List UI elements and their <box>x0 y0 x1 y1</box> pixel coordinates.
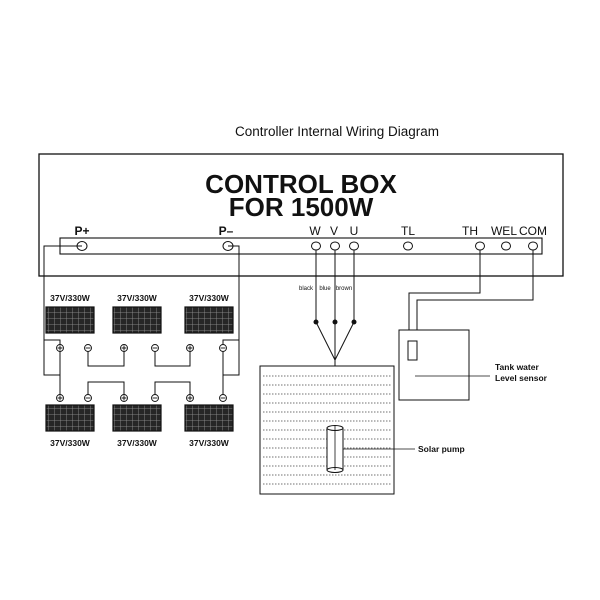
solar-panel-top-2 <box>112 306 162 334</box>
polarity-markers <box>56 344 227 402</box>
panel-label-top-1: 37V/330W <box>50 293 91 303</box>
sensor-label-line2: Level sensor <box>495 373 548 383</box>
terminal-strip <box>59 237 543 255</box>
panel-label-bottom-3: 37V/330W <box>189 438 230 448</box>
level-sensor-probe-icon <box>407 340 418 361</box>
polarity-minus-1 <box>84 344 92 352</box>
junction-w <box>313 319 319 325</box>
wire-p-minus <box>223 245 240 376</box>
terminal-label-u: U <box>350 224 359 238</box>
wire-color-label-u: brown <box>336 286 352 292</box>
wire-color-label-v: blue <box>319 286 331 292</box>
polarity-plus-2 <box>120 344 128 352</box>
panel-label-top-2: 37V/330W <box>117 293 158 303</box>
terminal-label-p-minus: P– <box>219 224 234 238</box>
pump-label: Solar pump <box>418 444 465 454</box>
solar-panel-bottom-1 <box>45 404 95 432</box>
wire-com <box>416 250 534 341</box>
polarity-minus-3 <box>219 344 227 352</box>
terminal-label-v: V <box>330 224 338 238</box>
wire-series-5 <box>87 381 125 398</box>
solar-panel-top-3 <box>184 306 234 334</box>
terminal-u <box>349 241 359 251</box>
terminal-w <box>311 241 321 251</box>
panel-row-top: 37V/330W 37V/330W 37V/330W <box>45 293 234 334</box>
polarity-plus-3 <box>186 344 194 352</box>
solar-panel-bottom-3 <box>184 404 234 432</box>
solar-panel-bottom-2 <box>112 404 162 432</box>
polarity-plus-5 <box>120 394 128 402</box>
polarity-minus-2 <box>151 344 159 352</box>
wire-color-label-w: black <box>299 286 314 292</box>
solar-pump-icon <box>326 425 344 473</box>
terminal-label-p-plus: P+ <box>74 224 89 238</box>
wire-series-6 <box>154 381 191 398</box>
terminal-label-wel: WEL <box>491 224 517 238</box>
junction-v <box>332 319 338 325</box>
control-box-title-line2: FOR 1500W <box>229 192 374 222</box>
control-box-title-line1: CONTROL BOX <box>205 169 397 199</box>
wire-p-plus <box>43 245 82 376</box>
polarity-minus-6 <box>219 394 227 402</box>
panel-label-bottom-2: 37V/330W <box>117 438 158 448</box>
panel-row-bottom: 37V/330W 37V/330W 37V/330W <box>45 404 234 448</box>
polarity-plus-4 <box>56 394 64 402</box>
polarity-minus-5 <box>151 394 159 402</box>
terminal-com <box>528 241 538 251</box>
sensor-label-line1: Tank water <box>495 362 539 372</box>
wire-series-2 <box>154 348 191 367</box>
solar-panel-top-1 <box>45 306 95 334</box>
terminal-label-th: TH <box>462 224 478 238</box>
terminal-tl <box>403 241 413 251</box>
polarity-plus-1 <box>56 344 64 352</box>
polarity-minus-4 <box>84 394 92 402</box>
terminal-label-w: W <box>309 224 321 238</box>
diagram-title: Controller Internal Wiring Diagram <box>235 124 439 139</box>
wires <box>43 245 534 462</box>
level-sensor <box>398 329 490 401</box>
terminal-wel <box>501 241 511 251</box>
terminal-th <box>475 241 485 251</box>
wire-series-1 <box>87 348 125 367</box>
panel-label-top-3: 37V/330W <box>189 293 230 303</box>
terminal-v <box>330 241 340 251</box>
junction-u <box>351 319 357 325</box>
wire-th <box>408 250 481 341</box>
terminal-label-com: COM <box>519 224 547 238</box>
polarity-plus-6 <box>186 394 194 402</box>
panel-label-bottom-1: 37V/330W <box>50 438 91 448</box>
water-tank <box>259 365 415 495</box>
terminal-label-tl: TL <box>401 224 415 238</box>
control-box: CONTROL BOX FOR 1500W P+ P– W V U TL TH … <box>38 153 564 277</box>
